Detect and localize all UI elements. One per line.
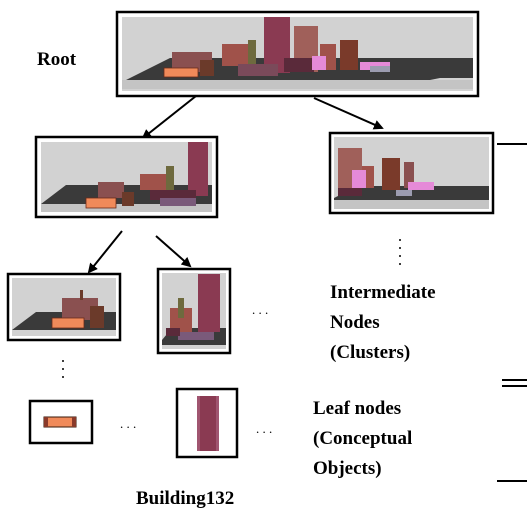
intermediate-nodes-label: Intermediate Nodes (Clusters) bbox=[330, 282, 440, 363]
subcluster-node-1-thumbnail bbox=[6, 272, 122, 342]
root-label: Root bbox=[37, 49, 77, 70]
vertical-ellipsis-left bbox=[62, 360, 64, 378]
subcluster-node-2-thumbnail bbox=[156, 267, 232, 355]
building132-label: Building132 bbox=[136, 488, 234, 509]
leaf-nodes-label-line2: (Conceptual bbox=[313, 428, 412, 449]
arrow-root-to-right bbox=[313, 97, 384, 130]
leaf-node-1-thumbnail bbox=[28, 399, 94, 445]
intermediate-node-right-thumbnail bbox=[328, 131, 495, 215]
arrow-left-to-leaf2 bbox=[155, 235, 192, 268]
leaf-nodes-label: Leaf nodes (Conceptual Objects) bbox=[313, 398, 417, 479]
intermediate-nodes-label-line1: Intermediate bbox=[330, 282, 436, 303]
root-node-thumbnail bbox=[115, 10, 480, 98]
arrow-root-to-left bbox=[141, 95, 197, 140]
arrow-left-to-leaf1 bbox=[87, 230, 123, 274]
horizontal-ellipsis-leaf-2: . . . bbox=[256, 421, 272, 436]
vertical-ellipsis-right bbox=[399, 239, 401, 265]
intermediate-nodes-label-line2: Nodes bbox=[330, 312, 380, 333]
horizontal-ellipsis-leaf-1: . . . bbox=[120, 416, 136, 431]
leaf-nodes-label-line3: Objects) bbox=[313, 458, 382, 479]
intermediate-node-left-thumbnail bbox=[34, 135, 219, 219]
horizontal-ellipsis-subclusters: . . . bbox=[252, 302, 268, 317]
intermediate-nodes-label-line3: (Clusters) bbox=[330, 342, 410, 363]
leaf-node-2-building132-thumbnail bbox=[175, 387, 239, 459]
leaf-nodes-label-line1: Leaf nodes bbox=[313, 398, 401, 419]
